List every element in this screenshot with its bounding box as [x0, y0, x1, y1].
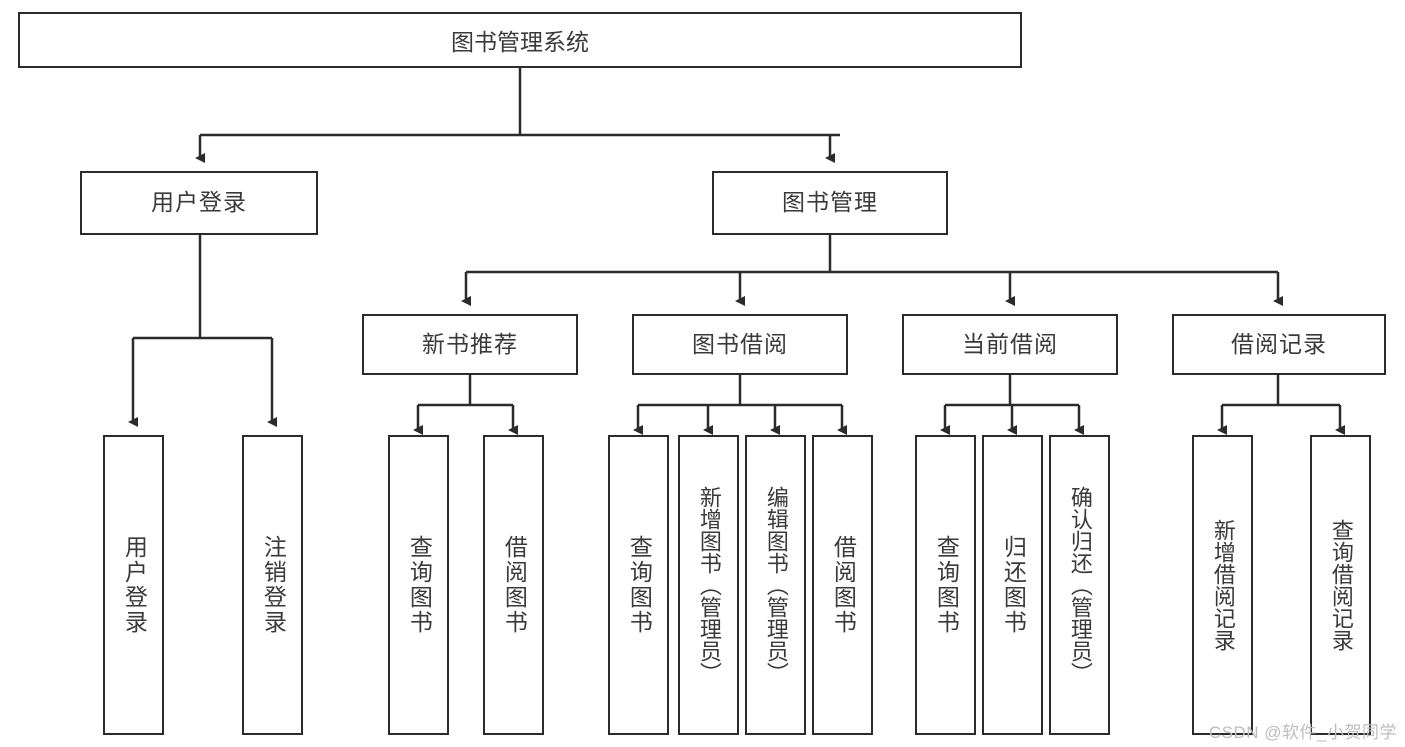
leaf-book-borrow-1[interactable]: 查询图书 — [608, 435, 669, 735]
node-borrow-records[interactable]: 借阅记录 — [1172, 314, 1386, 375]
leaf-new-book-2[interactable]: 借阅图书 — [483, 435, 544, 735]
leaf-book-borrow-2[interactable]: 新增图书（管理员） — [678, 435, 739, 735]
leaf-user-login-2[interactable]: 注销登录 — [242, 435, 303, 735]
node-current-borrow-label: 当前借阅 — [962, 330, 1058, 357]
node-book-borrow-label: 图书借阅 — [692, 330, 788, 357]
leaf-label: 编辑图书（管理员） — [763, 486, 789, 684]
leaf-label: 查询图书 — [406, 535, 433, 635]
leaf-label: 确认归还（管理员） — [1067, 486, 1093, 684]
leaf-label: 新增图书（管理员） — [696, 486, 722, 684]
leaf-label: 借阅图书 — [501, 535, 528, 635]
leaf-new-book-1[interactable]: 查询图书 — [388, 435, 449, 735]
leaf-label: 借阅图书 — [830, 535, 857, 635]
leaf-label: 查询借阅记录 — [1328, 519, 1354, 651]
leaf-current-borrow-3[interactable]: 确认归还（管理员） — [1049, 435, 1110, 735]
node-new-book-recommend[interactable]: 新书推荐 — [362, 314, 578, 375]
leaf-borrow-records-2[interactable]: 查询借阅记录 — [1310, 435, 1371, 735]
leaf-label: 查询图书 — [626, 535, 653, 635]
leaf-label: 新增借阅记录 — [1210, 519, 1236, 651]
node-book-borrow[interactable]: 图书借阅 — [632, 314, 848, 375]
leaf-book-borrow-4[interactable]: 借阅图书 — [812, 435, 873, 735]
leaf-label: 查询图书 — [933, 535, 960, 635]
watermark: CSDN @软件_小贺同学 — [1208, 723, 1397, 742]
leaf-user-login-1[interactable]: 用户登录 — [103, 435, 164, 735]
node-root[interactable]: 图书管理系统 — [18, 12, 1022, 68]
node-borrow-records-label: 借阅记录 — [1231, 330, 1327, 357]
node-book-management-label: 图书管理 — [782, 189, 878, 216]
leaf-borrow-records-1[interactable]: 新增借阅记录 — [1192, 435, 1253, 735]
leaf-label: 归还图书 — [1000, 535, 1027, 635]
leaf-book-borrow-3[interactable]: 编辑图书（管理员） — [745, 435, 806, 735]
node-current-borrow[interactable]: 当前借阅 — [902, 314, 1118, 375]
node-book-management[interactable]: 图书管理 — [712, 171, 948, 235]
leaf-label: 用户登录 — [121, 535, 148, 635]
leaf-current-borrow-2[interactable]: 归还图书 — [982, 435, 1043, 735]
node-new-book-recommend-label: 新书推荐 — [422, 330, 518, 357]
node-user-login[interactable]: 用户登录 — [80, 171, 318, 235]
leaf-label: 注销登录 — [260, 535, 287, 635]
node-user-login-label: 用户登录 — [151, 189, 247, 216]
node-root-label: 图书管理系统 — [451, 29, 589, 55]
leaf-current-borrow-1[interactable]: 查询图书 — [915, 435, 976, 735]
